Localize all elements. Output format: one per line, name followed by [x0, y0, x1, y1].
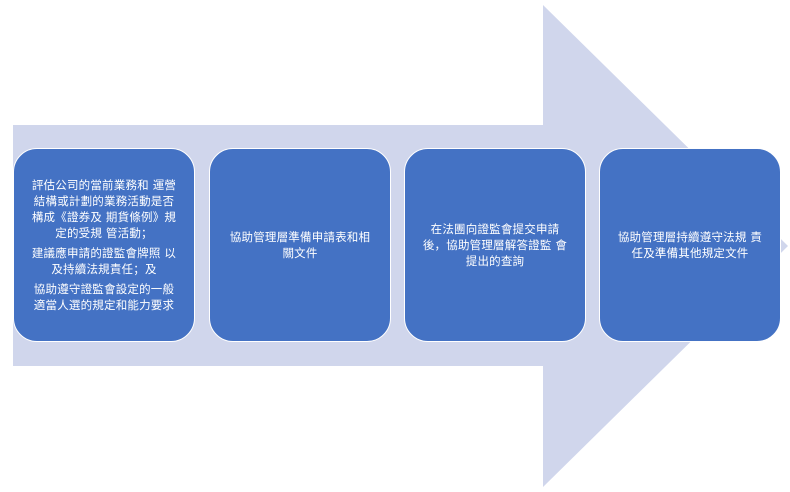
step-box-answer-queries: 在法團向證監會提交申請 後，協助管理層解答證監 會提出的查詢 [404, 148, 586, 342]
step-box-ongoing-compliance: 協助管理層持續遵守法規 責任及準備其他規定文件 [599, 148, 781, 342]
step-1-paragraph-2: 建議應申請的證監會牌照 以及持續法規責任；及 [31, 246, 177, 276]
step-1-paragraph-1: 評估公司的當前業務和 運營結構或計劃的業務活動是否構成《證券及 期貨條例》規定的… [31, 178, 177, 240]
step-2-paragraph-1: 協助管理層準備申請表和相關文件 [229, 230, 371, 260]
step-box-assess-activities: 評估公司的當前業務和 運營結構或計劃的業務活動是否構成《證券及 期貨條例》規定的… [13, 148, 195, 342]
arrow-shape [13, 5, 788, 487]
step-4-paragraph-1: 協助管理層持續遵守法規 責任及準備其他規定文件 [617, 230, 763, 260]
step-1-paragraph-3: 協助遵守證監會設定的一般適當人選的規定和能力要求 [33, 282, 175, 312]
step-box-prepare-application: 協助管理層準備申請表和相關文件 [209, 148, 391, 342]
step-3-paragraph-1: 在法團向證監會提交申請 後，協助管理層解答證監 會提出的查詢 [422, 222, 568, 268]
